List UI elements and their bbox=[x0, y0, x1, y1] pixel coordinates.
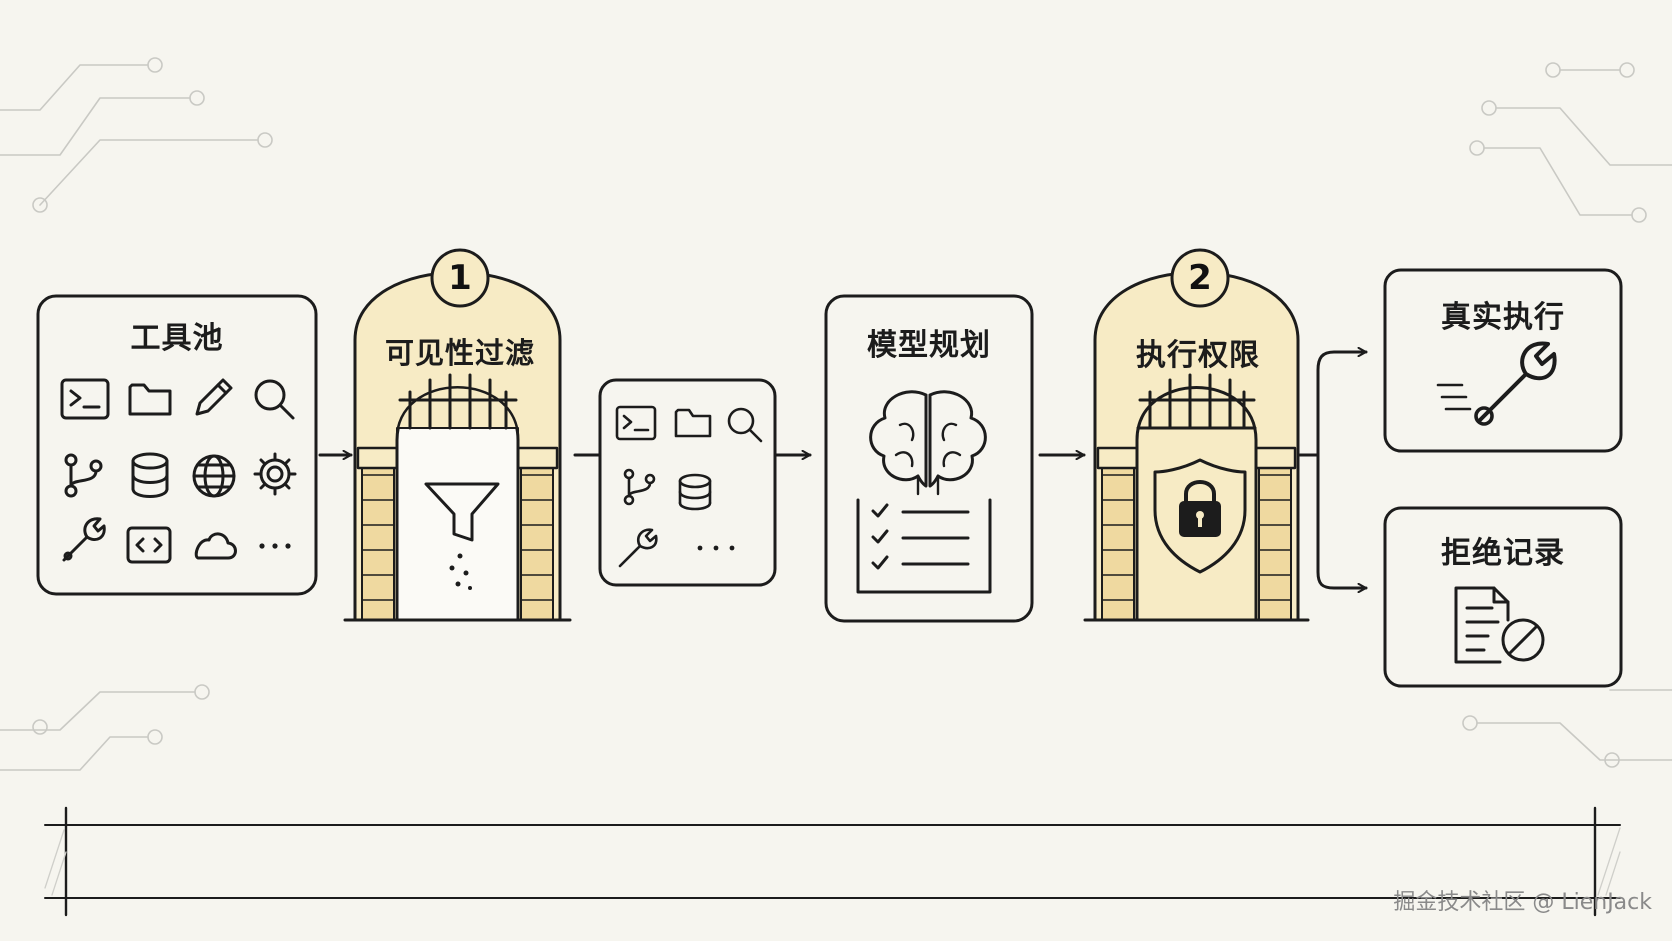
filtered-tools-icons bbox=[615, 405, 763, 568]
arrow-permission-reject bbox=[1316, 453, 1368, 588]
tool-pool-label: 工具池 bbox=[130, 321, 224, 356]
real-execution-box bbox=[1383, 268, 1623, 453]
database-icon bbox=[678, 473, 712, 511]
git-branch-icon bbox=[623, 468, 656, 506]
particles bbox=[449, 553, 472, 590]
gear-icon bbox=[253, 452, 297, 496]
code-icon bbox=[126, 526, 172, 564]
exec-permission-label: 执行权限 bbox=[1136, 338, 1260, 373]
wrench-icon bbox=[62, 517, 106, 562]
more-icon bbox=[259, 543, 291, 549]
globe-icon bbox=[192, 454, 236, 498]
terminal-icon bbox=[60, 378, 110, 420]
visibility-filter-gate bbox=[343, 248, 572, 622]
folder-icon bbox=[674, 408, 712, 438]
document-reject-icon bbox=[1454, 586, 1545, 664]
model-planning-label: 模型规划 bbox=[867, 328, 991, 363]
checklist-icon bbox=[856, 498, 992, 594]
git-branch-icon bbox=[64, 453, 103, 498]
reject-log-label: 拒绝记录 bbox=[1441, 536, 1565, 571]
wrench-motion-icon bbox=[1436, 341, 1557, 426]
circuit-decoration bbox=[0, 57, 1672, 771]
funnel-icon bbox=[424, 482, 500, 542]
real-execution-label: 真实执行 bbox=[1441, 300, 1565, 335]
folder-icon bbox=[128, 383, 172, 416]
search-icon bbox=[254, 379, 295, 420]
bottom-banner bbox=[44, 806, 1621, 917]
tool-pool-box bbox=[36, 294, 318, 596]
exec-permission-gate bbox=[1083, 248, 1310, 622]
watermark: 掘金技术社区 @ LienJack bbox=[1393, 890, 1652, 915]
cloud-icon bbox=[194, 532, 237, 560]
model-planning-box bbox=[824, 294, 1034, 623]
more-icon bbox=[697, 545, 735, 551]
tool-pool-icons bbox=[60, 378, 297, 564]
brain-icon bbox=[869, 390, 987, 496]
terminal-icon bbox=[615, 405, 657, 441]
wrench-icon bbox=[618, 528, 658, 568]
gate-2-number: 2 bbox=[1188, 258, 1212, 298]
gate-1-number: 1 bbox=[448, 258, 472, 298]
arrow-permission-split bbox=[1298, 352, 1368, 457]
lock-icon bbox=[1179, 480, 1221, 537]
reject-log-box bbox=[1383, 506, 1623, 688]
pencil-icon bbox=[195, 378, 233, 416]
visibility-filter-label: 可见性过滤 bbox=[384, 336, 535, 370]
search-icon bbox=[727, 407, 763, 443]
database-icon bbox=[131, 452, 169, 498]
filtered-tools-box bbox=[598, 378, 777, 587]
